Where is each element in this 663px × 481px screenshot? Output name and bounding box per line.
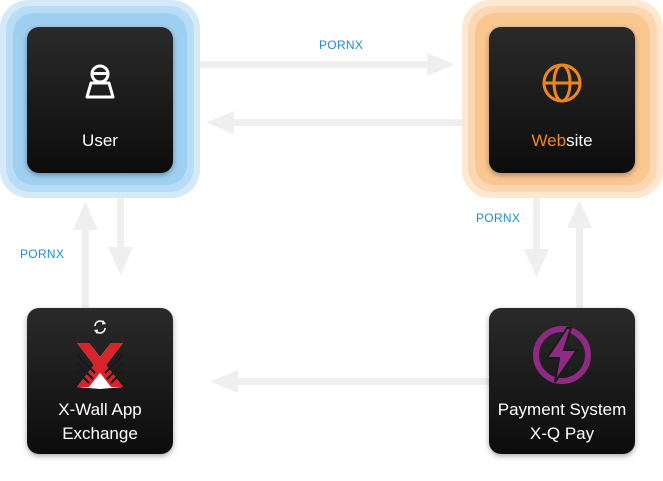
node-website-label-highlight: Web <box>531 131 567 150</box>
node-xwall-label-line1: X-Wall App <box>58 400 142 419</box>
arrow-user-to-xwall <box>108 173 133 275</box>
arrow-user-to-website <box>173 53 455 76</box>
node-user[interactable]: User <box>27 27 173 173</box>
node-xwall[interactable]: X-Wall App Exchange <box>27 308 173 454</box>
node-xwall-label: X-Wall App Exchange <box>27 398 173 446</box>
globe-icon <box>489 61 635 105</box>
arrow-payment-to-xwall <box>210 370 489 393</box>
lightning-bolt-icon <box>489 324 635 386</box>
node-website-label-rest: site <box>566 131 593 150</box>
node-payment[interactable]: Payment System X-Q Pay <box>489 308 635 454</box>
arrow-website-to-user <box>206 111 489 134</box>
node-website[interactable]: Website <box>489 27 635 173</box>
arrow-website-to-payment <box>524 173 549 277</box>
arrow-payment-to-website <box>567 200 592 308</box>
node-user-label: User <box>82 131 118 150</box>
user-icon <box>27 61 173 101</box>
refresh-icon <box>27 318 173 336</box>
node-xwall-label-line2: Exchange <box>62 424 138 443</box>
node-payment-label: Payment System X-Q Pay <box>489 398 635 446</box>
edge-label-website-to-payment: PORNX <box>476 211 521 225</box>
node-payment-label-line1: Payment System <box>497 400 627 419</box>
edge-label-user-to-website: PORNX <box>319 38 364 52</box>
node-website-label: Website <box>489 129 635 153</box>
node-payment-label-line2: X-Q Pay <box>529 424 595 443</box>
edge-label-xwall-to-user: PORNX <box>20 247 65 261</box>
arrow-xwall-to-user <box>73 202 98 308</box>
x-wall-logo-icon <box>27 339 173 391</box>
